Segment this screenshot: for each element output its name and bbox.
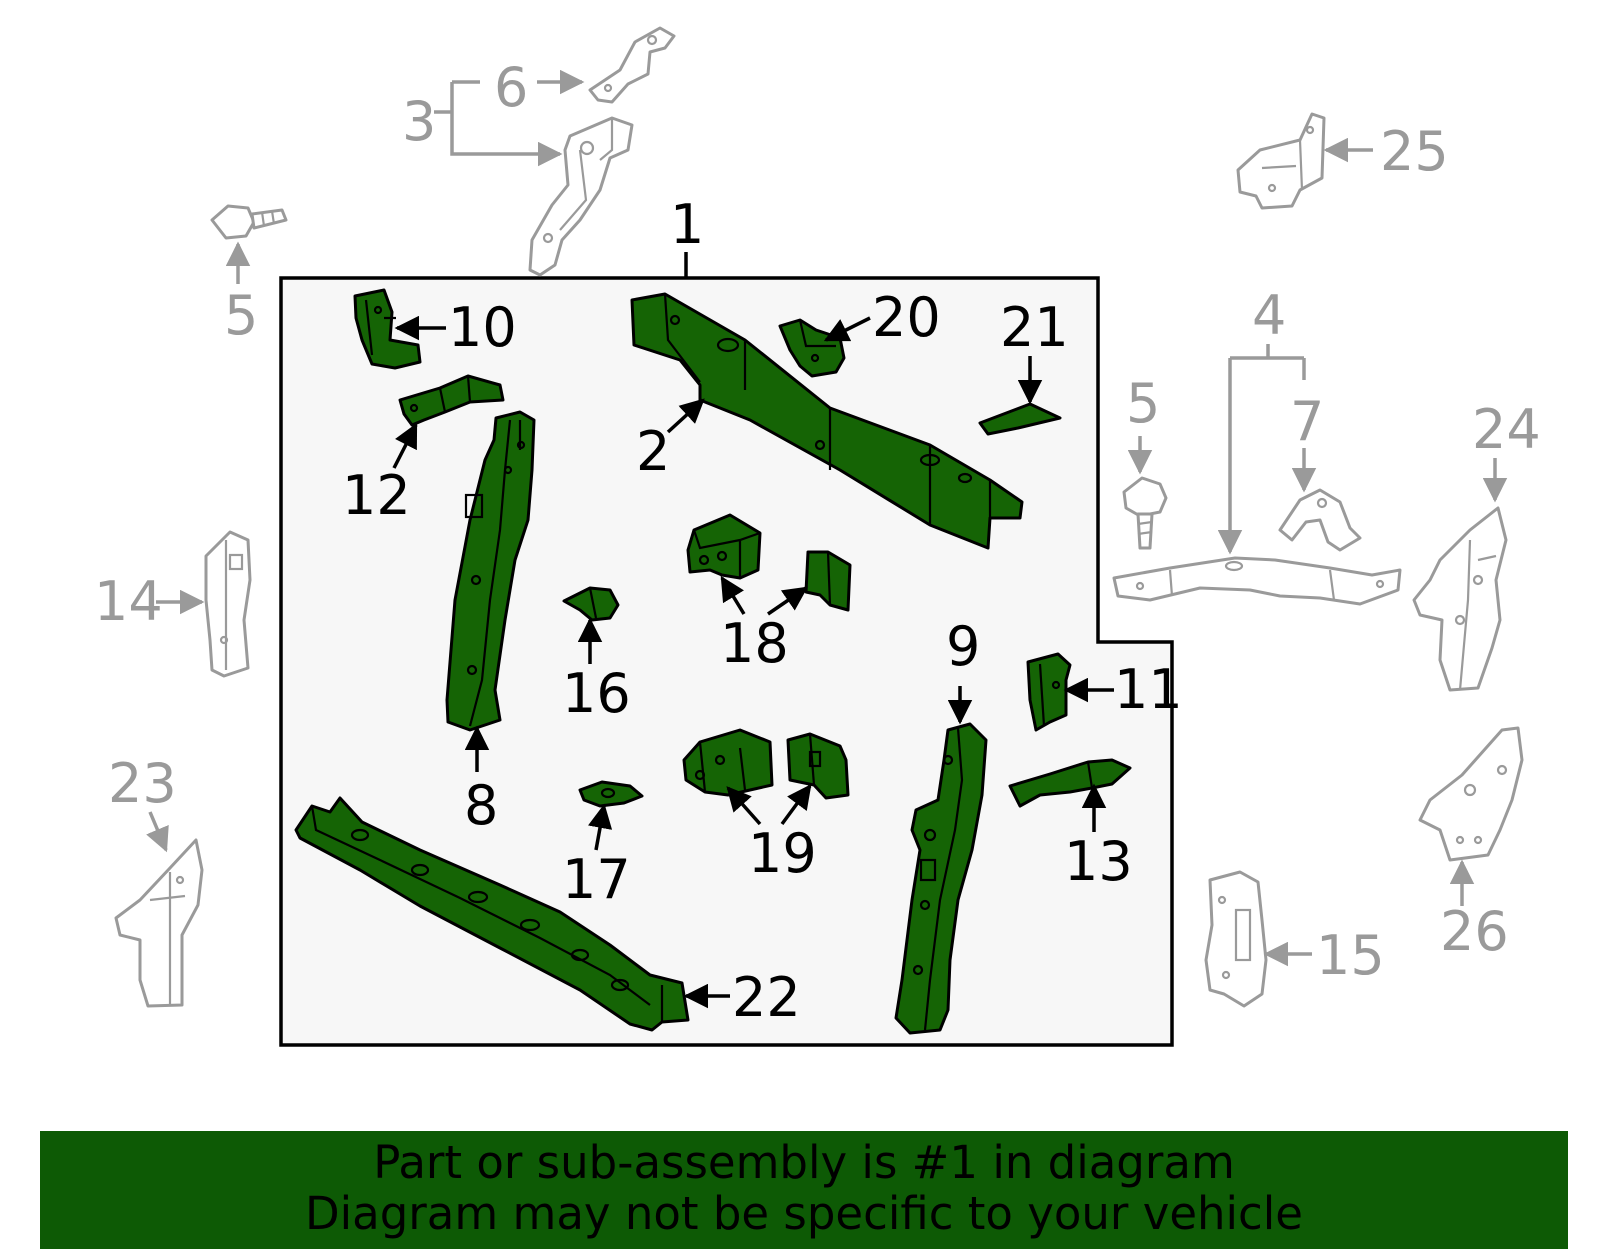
callout-12[interactable]: 12: [342, 464, 411, 527]
callout-3[interactable]: 3: [402, 90, 436, 153]
callout-23[interactable]: 23: [108, 752, 177, 815]
part-16-pad[interactable]: [562, 586, 620, 622]
part-26-bracket[interactable]: [1418, 726, 1524, 862]
part-14-bracket[interactable]: [204, 530, 252, 678]
callout-14[interactable]: 14: [94, 570, 163, 633]
part-21-plate[interactable]: [978, 402, 1062, 436]
part-23-bracket[interactable]: [114, 838, 204, 1008]
leaders: [146, 69, 1508, 1009]
part-5-bolt-left[interactable]: [210, 204, 288, 240]
part-4-support[interactable]: [1112, 556, 1402, 606]
part-8-left-side-support[interactable]: [445, 410, 536, 732]
part-2-upper-support[interactable]: [630, 292, 1024, 550]
callout-8[interactable]: 8: [464, 774, 498, 837]
callout-6[interactable]: 6: [494, 56, 528, 119]
part-18-mount-right[interactable]: [804, 550, 852, 612]
part-10-bracket[interactable]: [353, 288, 422, 370]
part-22-lower-support[interactable]: [294, 796, 690, 1032]
callout-5-right[interactable]: 5: [1126, 372, 1160, 435]
part-19-mount-right[interactable]: [786, 732, 850, 800]
callout-17[interactable]: 17: [562, 848, 631, 911]
callout-25[interactable]: 25: [1380, 120, 1449, 183]
part-3-bracket[interactable]: [528, 116, 634, 277]
part-24-bracket[interactable]: [1412, 506, 1508, 692]
part-5-bolt-right[interactable]: [1122, 476, 1168, 550]
callout-22[interactable]: 22: [732, 966, 801, 1029]
part-12-bracket[interactable]: [398, 374, 505, 427]
part-25-bracket[interactable]: [1236, 112, 1326, 210]
callout-10[interactable]: 10: [448, 296, 517, 359]
part-7-bracket[interactable]: [1278, 488, 1362, 552]
callout-26[interactable]: 26: [1440, 900, 1509, 963]
part-6-bracket[interactable]: [588, 26, 676, 104]
part-19-mount-left[interactable]: [682, 728, 774, 797]
callout-21[interactable]: 21: [1000, 296, 1069, 359]
callout-11[interactable]: 11: [1114, 658, 1183, 721]
callout-1[interactable]: 1: [670, 193, 704, 256]
part-9-right-side-support[interactable]: [894, 722, 988, 1035]
part-11-bracket[interactable]: [1026, 652, 1072, 732]
part-17-pad[interactable]: [578, 780, 644, 808]
callout-16[interactable]: 16: [562, 662, 631, 725]
info-banner: Part or sub-assembly is #1 in diagram Di…: [40, 1131, 1568, 1249]
callout-4[interactable]: 4: [1252, 284, 1286, 347]
callout-20[interactable]: 20: [872, 286, 941, 349]
callout-7[interactable]: 7: [1290, 390, 1324, 453]
callout-2[interactable]: 2: [636, 420, 670, 483]
callouts: 1 2 8 9 10 11 12 13 16 17 18 19 20 21 22…: [94, 56, 1541, 1029]
part-15-bracket[interactable]: [1204, 870, 1268, 1008]
callout-15[interactable]: 15: [1316, 924, 1385, 987]
callout-19[interactable]: 19: [748, 822, 817, 885]
callout-5-left[interactable]: 5: [224, 284, 258, 347]
banner-line-1: Part or sub-assembly is #1 in diagram: [373, 1136, 1235, 1189]
callout-13[interactable]: 13: [1064, 830, 1133, 893]
banner-line-2: Diagram may not be specific to your vehi…: [305, 1187, 1303, 1240]
callout-24[interactable]: 24: [1472, 398, 1541, 461]
callout-9[interactable]: 9: [946, 615, 980, 678]
callout-18[interactable]: 18: [720, 612, 789, 675]
